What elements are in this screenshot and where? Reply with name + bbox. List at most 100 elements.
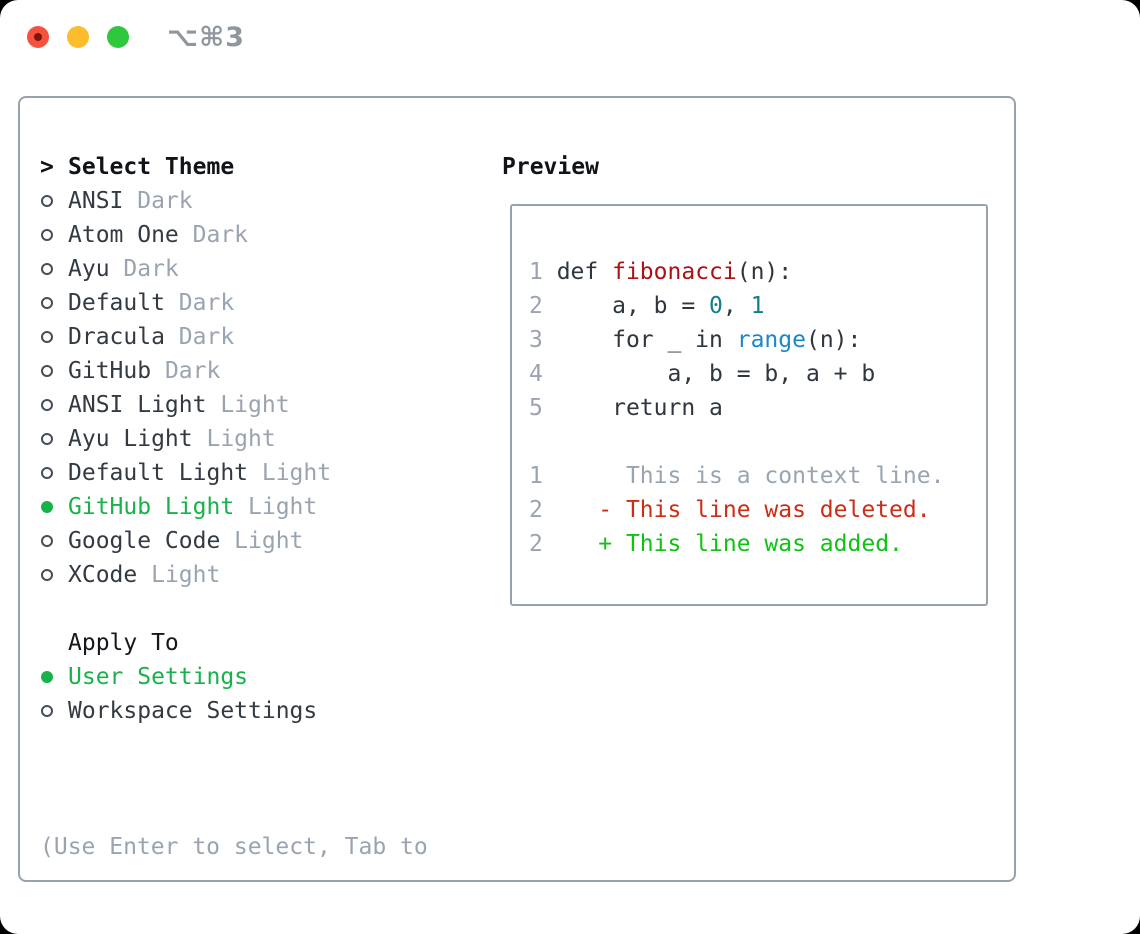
code-segment: fibonacci — [612, 259, 737, 285]
preview-title: Preview — [502, 154, 599, 180]
radio-selected-icon — [41, 671, 53, 683]
theme-option[interactable]: ANSI Dark — [40, 184, 331, 218]
line-number: 1 — [529, 463, 543, 489]
theme-name: ANSI — [68, 188, 124, 214]
radio-unselected-icon — [41, 467, 53, 479]
apply-option-label: User Settings — [68, 664, 249, 690]
theme-name: GitHub — [68, 358, 152, 384]
select-theme-header: > Select Theme — [40, 150, 331, 184]
code-segment: a, b = — [542, 293, 710, 319]
theme-variant: Light — [248, 494, 318, 520]
radio-marker — [40, 456, 68, 490]
theme-variant: Light — [220, 392, 290, 418]
close-dot-icon — [34, 33, 42, 41]
theme-name: XCode — [68, 562, 138, 588]
code-line: 3 for _ in range(n): — [529, 323, 944, 357]
code-line: 2 a, b = 0, 1 — [529, 289, 944, 323]
code-line: 2 - This line was deleted. — [529, 493, 944, 527]
code-segment: (n): — [736, 259, 793, 285]
line-number: 4 — [529, 361, 543, 387]
radio-marker — [40, 694, 68, 728]
theme-name: Google Code — [68, 528, 221, 554]
theme-name: Default Light — [68, 460, 249, 486]
radio-unselected-icon — [41, 705, 53, 717]
theme-variant: Dark — [137, 188, 193, 214]
theme-name: GitHub Light — [68, 494, 235, 520]
radio-unselected-icon — [41, 535, 53, 547]
theme-variant: Dark — [192, 222, 249, 248]
code-line: 2 + This line was added. — [529, 527, 944, 561]
radio-marker — [40, 286, 68, 320]
radio-marker — [40, 558, 68, 592]
radio-unselected-icon — [41, 229, 53, 241]
theme-name: ANSI Light — [68, 392, 207, 418]
code-segment: (n): — [805, 327, 862, 353]
radio-marker — [40, 320, 68, 354]
code-segment: This is a context line. — [542, 463, 945, 489]
theme-variant: Light — [261, 460, 332, 486]
theme-option[interactable]: GitHub Dark — [40, 354, 331, 388]
titlebar: ⌥⌘3 — [0, 0, 1140, 76]
code-segment: a, b = b, a + b — [542, 361, 876, 387]
radio-unselected-icon — [41, 195, 53, 207]
code-line: 1 def fibonacci(n): — [529, 255, 944, 289]
apply-to-header: Apply To — [40, 626, 317, 660]
focus-arrow-icon: > — [40, 154, 54, 180]
code-line — [529, 425, 944, 459]
radio-selected-icon — [41, 501, 53, 513]
theme-variant: Dark — [178, 324, 235, 350]
theme-option[interactable]: ANSI Light Light — [40, 388, 331, 422]
theme-option[interactable]: Default Dark — [40, 286, 331, 320]
radio-marker — [40, 252, 68, 286]
radio-marker — [40, 354, 68, 388]
line-number: 1 — [529, 259, 543, 285]
theme-variant: Light — [151, 562, 221, 588]
radio-marker — [40, 660, 68, 694]
line-number: 2 — [529, 531, 543, 557]
theme-variant: Dark — [164, 358, 221, 384]
minimize-button[interactable] — [67, 26, 89, 48]
radio-marker — [40, 184, 68, 218]
code-segment: , — [722, 293, 751, 319]
theme-option[interactable]: Default Light Light — [40, 456, 331, 490]
apply-option[interactable]: User Settings — [40, 660, 317, 694]
zoom-button[interactable] — [107, 26, 129, 48]
theme-variant: Dark — [178, 290, 235, 316]
code-line: 5 return a — [529, 391, 944, 425]
theme-option[interactable]: XCode Light — [40, 558, 331, 592]
radio-marker — [40, 388, 68, 422]
window-title: ⌥⌘3 — [167, 22, 245, 53]
radio-unselected-icon — [41, 399, 53, 411]
radio-marker — [40, 218, 68, 252]
line-number: 5 — [529, 395, 543, 421]
line-number: 2 — [529, 497, 543, 523]
apply-option-label: Workspace Settings — [68, 698, 318, 724]
code-segment: + This line was added. — [542, 531, 903, 557]
radio-unselected-icon — [41, 263, 53, 275]
code-line: 1 This is a context line. — [529, 459, 944, 493]
radio-marker — [40, 490, 68, 524]
radio-unselected-icon — [41, 331, 53, 343]
theme-variant: Light — [206, 426, 276, 452]
code-segment: - This line was deleted. — [542, 497, 931, 523]
code-segment: for _ in — [542, 327, 737, 353]
line-number: 2 — [529, 293, 543, 319]
radio-unselected-icon — [41, 569, 53, 581]
close-button[interactable] — [27, 26, 49, 48]
theme-name: Default — [68, 290, 165, 316]
apply-option[interactable]: Workspace Settings — [40, 694, 317, 728]
theme-option[interactable]: GitHub Light Light — [40, 490, 331, 524]
code-line: 4 a, b = b, a + b — [529, 357, 944, 391]
keyboard-hint: (Use Enter to select, Tab to change focu… — [40, 762, 428, 934]
code-segment: 0 — [709, 293, 723, 319]
